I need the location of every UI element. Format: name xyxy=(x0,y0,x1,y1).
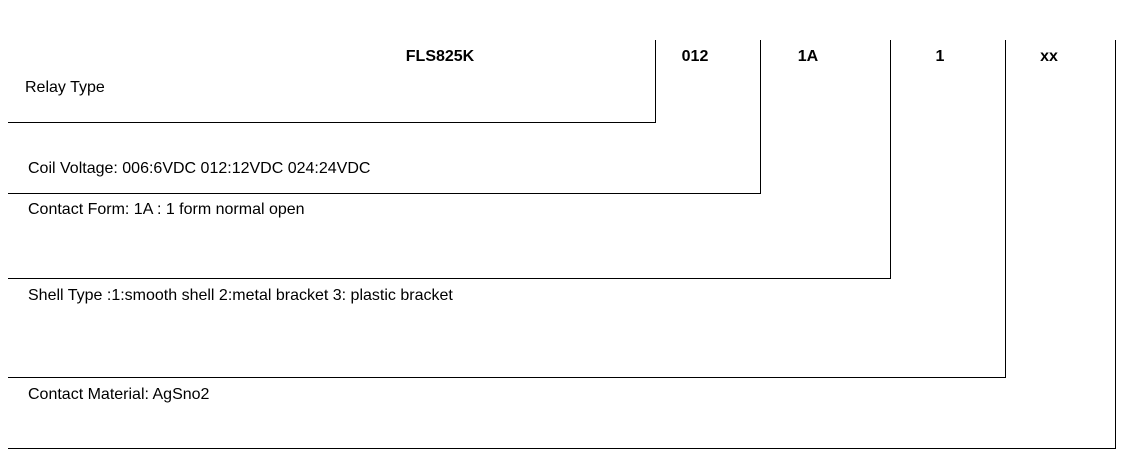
leader-line-shell-type xyxy=(8,377,1006,378)
code-coil-voltage: 012 xyxy=(681,48,709,65)
label-relay-type: Relay Type xyxy=(25,79,105,96)
code-relay-type: FLS825K xyxy=(405,48,475,65)
connector-vertical-relay-type xyxy=(655,40,656,123)
connector-vertical-coil-voltage xyxy=(760,40,761,194)
connector-vertical-shell-type xyxy=(1005,40,1006,378)
label-contact-form: Contact Form: 1A : 1 form normal open xyxy=(28,201,305,218)
connector-vertical-contact-form xyxy=(890,40,891,279)
leader-line-relay-type xyxy=(8,122,656,123)
code-contact-form: 1A xyxy=(797,48,819,65)
label-contact-material: Contact Material: AgSno2 xyxy=(28,386,210,403)
label-shell-type: Shell Type :1:smooth shell 2:metal brack… xyxy=(28,287,453,304)
leader-line-contact-material xyxy=(8,448,1116,449)
leader-line-coil-voltage xyxy=(8,193,761,194)
leader-line-contact-form xyxy=(8,278,891,279)
code-contact-material: xx xyxy=(1040,48,1058,65)
label-coil-voltage: Coil Voltage: 006:6VDC 012:12VDC 024:24V… xyxy=(28,160,371,177)
connector-vertical-contact-material xyxy=(1115,40,1116,449)
code-shell-type: 1 xyxy=(935,48,945,65)
